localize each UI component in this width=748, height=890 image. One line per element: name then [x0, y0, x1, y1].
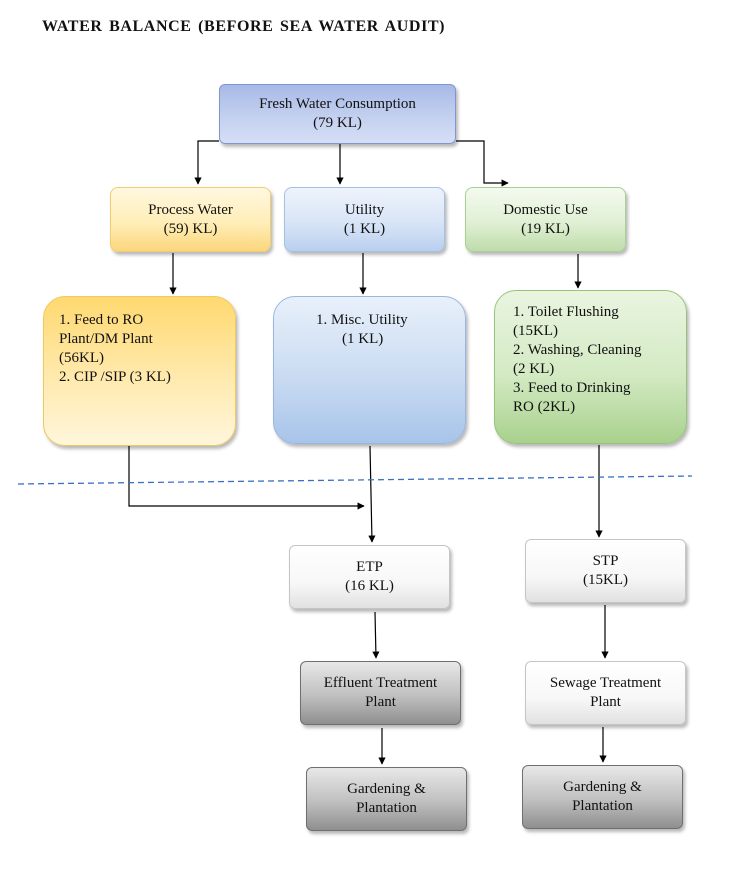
etp-label: ETP	[356, 559, 383, 575]
domestic-detail-line: (15KL)	[513, 323, 558, 339]
utility-detail-node: 1. Misc. Utility (1 KL)	[273, 296, 466, 444]
domestic-use-label: Domestic Use	[503, 201, 588, 218]
utility-value: (1 KL)	[343, 220, 386, 237]
domestic-detail-node: 1. Toilet Flushing (15KL) 2. Washing, Cl…	[494, 290, 687, 444]
gardening-stp-line2: Plantation	[572, 798, 633, 814]
arrow-fresh-to-process	[194, 140, 219, 185]
process-detail-line: 1. Feed to RO	[59, 312, 144, 328]
arrow-etp-to-effluent	[372, 611, 380, 659]
stp-value: (15KL)	[583, 572, 628, 588]
arrow-process-detail-to-etp	[128, 444, 365, 510]
gardening-etp-line2: Plantation	[356, 800, 417, 816]
process-water-label: Process Water	[148, 201, 233, 218]
process-detail-line: Plant/DM Plant	[59, 331, 153, 347]
stp-node: STP (15KL)	[525, 539, 686, 603]
domestic-detail-line: (2 KL)	[513, 361, 555, 377]
effluent-label-line2: Plant	[365, 694, 396, 710]
dashed-divider	[17, 475, 693, 485]
process-detail-node: 1. Feed to RO Plant/DM Plant (56KL) 2. C…	[43, 296, 236, 446]
arrow-utility-detail-to-etp	[368, 445, 376, 543]
domestic-use-node: Domestic Use (19 KL)	[465, 187, 626, 252]
effluent-treatment-plant-node: Effluent Treatment Plant	[300, 661, 461, 725]
sewage-treatment-plant-node: Sewage Treatment Plant	[525, 661, 686, 725]
domestic-use-value: (19 KL)	[521, 220, 570, 237]
utility-detail-line: (1 KL)	[342, 331, 384, 347]
fresh-water-node: Fresh Water Consumption (79 KL)	[219, 84, 456, 144]
process-water-node: Process Water (59) KL)	[110, 187, 271, 252]
domestic-detail-line: 2. Washing, Cleaning	[513, 342, 642, 358]
sewage-label-line2: Plant	[590, 694, 621, 710]
fresh-water-value: (79 KL)	[313, 115, 362, 131]
utility-label: Utility	[344, 201, 385, 218]
gardening-stp-line1: Gardening &	[563, 779, 642, 795]
domestic-detail-line: 3. Feed to Drinking	[513, 380, 631, 396]
effluent-label-line1: Effluent Treatment	[323, 675, 438, 691]
etp-value: (16 KL)	[345, 578, 394, 594]
arrow-fresh-to-domestic	[456, 140, 509, 187]
fresh-water-label: Fresh Water Consumption	[259, 96, 416, 112]
process-detail-line: (56KL)	[59, 350, 104, 366]
utility-node: Utility (1 KL)	[284, 187, 445, 252]
sewage-label-line1: Sewage Treatment	[549, 675, 662, 691]
gardening-plantation-stp-node: Gardening & Plantation	[522, 765, 683, 829]
gardening-plantation-etp-node: Gardening & Plantation	[306, 767, 467, 831]
gardening-etp-line1: Gardening &	[347, 781, 426, 797]
process-detail-line: 2. CIP /SIP (3 KL)	[59, 369, 171, 385]
stp-label: STP	[592, 553, 619, 569]
page-title: WATER BALANCE (BEFORE SEA WATER AUDIT)	[42, 18, 446, 35]
domestic-detail-line: RO (2KL)	[513, 399, 576, 415]
domestic-detail-line: 1. Toilet Flushing	[513, 304, 619, 320]
etp-node: ETP (16 KL)	[289, 545, 450, 609]
utility-detail-line: 1. Misc. Utility	[316, 312, 408, 328]
process-water-value: (59) KL)	[163, 220, 218, 237]
